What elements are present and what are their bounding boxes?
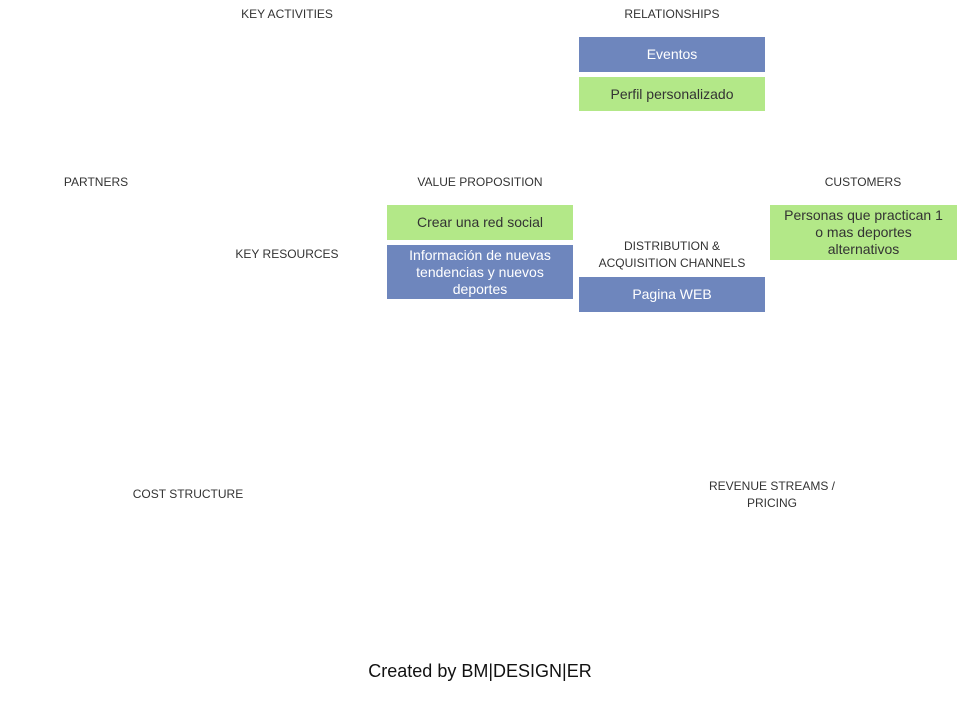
section-key-resources: KEY RESOURCES — [235, 247, 339, 261]
note-eventos: Eventos — [579, 37, 765, 72]
note-informacion-tendencias: Información de nuevas tendencias y nuevo… — [387, 245, 573, 299]
section-revenue-streams: REVENUE STREAMS / PRICING — [708, 479, 836, 510]
footer-credit: Created by BM|DESIGN|ER — [368, 661, 592, 681]
note-crear-red-social: Crear una red social — [387, 205, 573, 240]
note-pagina-web: Pagina WEB — [579, 277, 765, 312]
note-perfil-personalizado: Perfil personalizado — [579, 77, 765, 111]
section-cost-structure: COST STRUCTURE — [132, 487, 244, 501]
note-personas-deportes: Personas que practican 1 o mas deportes … — [770, 205, 957, 260]
section-customers: CUSTOMERS — [824, 175, 902, 189]
section-relationships: RELATIONSHIPS — [624, 7, 720, 21]
section-key-activities: KEY ACTIVITIES — [241, 7, 333, 21]
section-value-proposition: VALUE PROPOSITION — [417, 175, 543, 189]
section-partners: PARTNERS — [63, 175, 129, 189]
section-distribution-channels: DISTRIBUTION & ACQUISITION CHANNELS — [598, 239, 746, 270]
